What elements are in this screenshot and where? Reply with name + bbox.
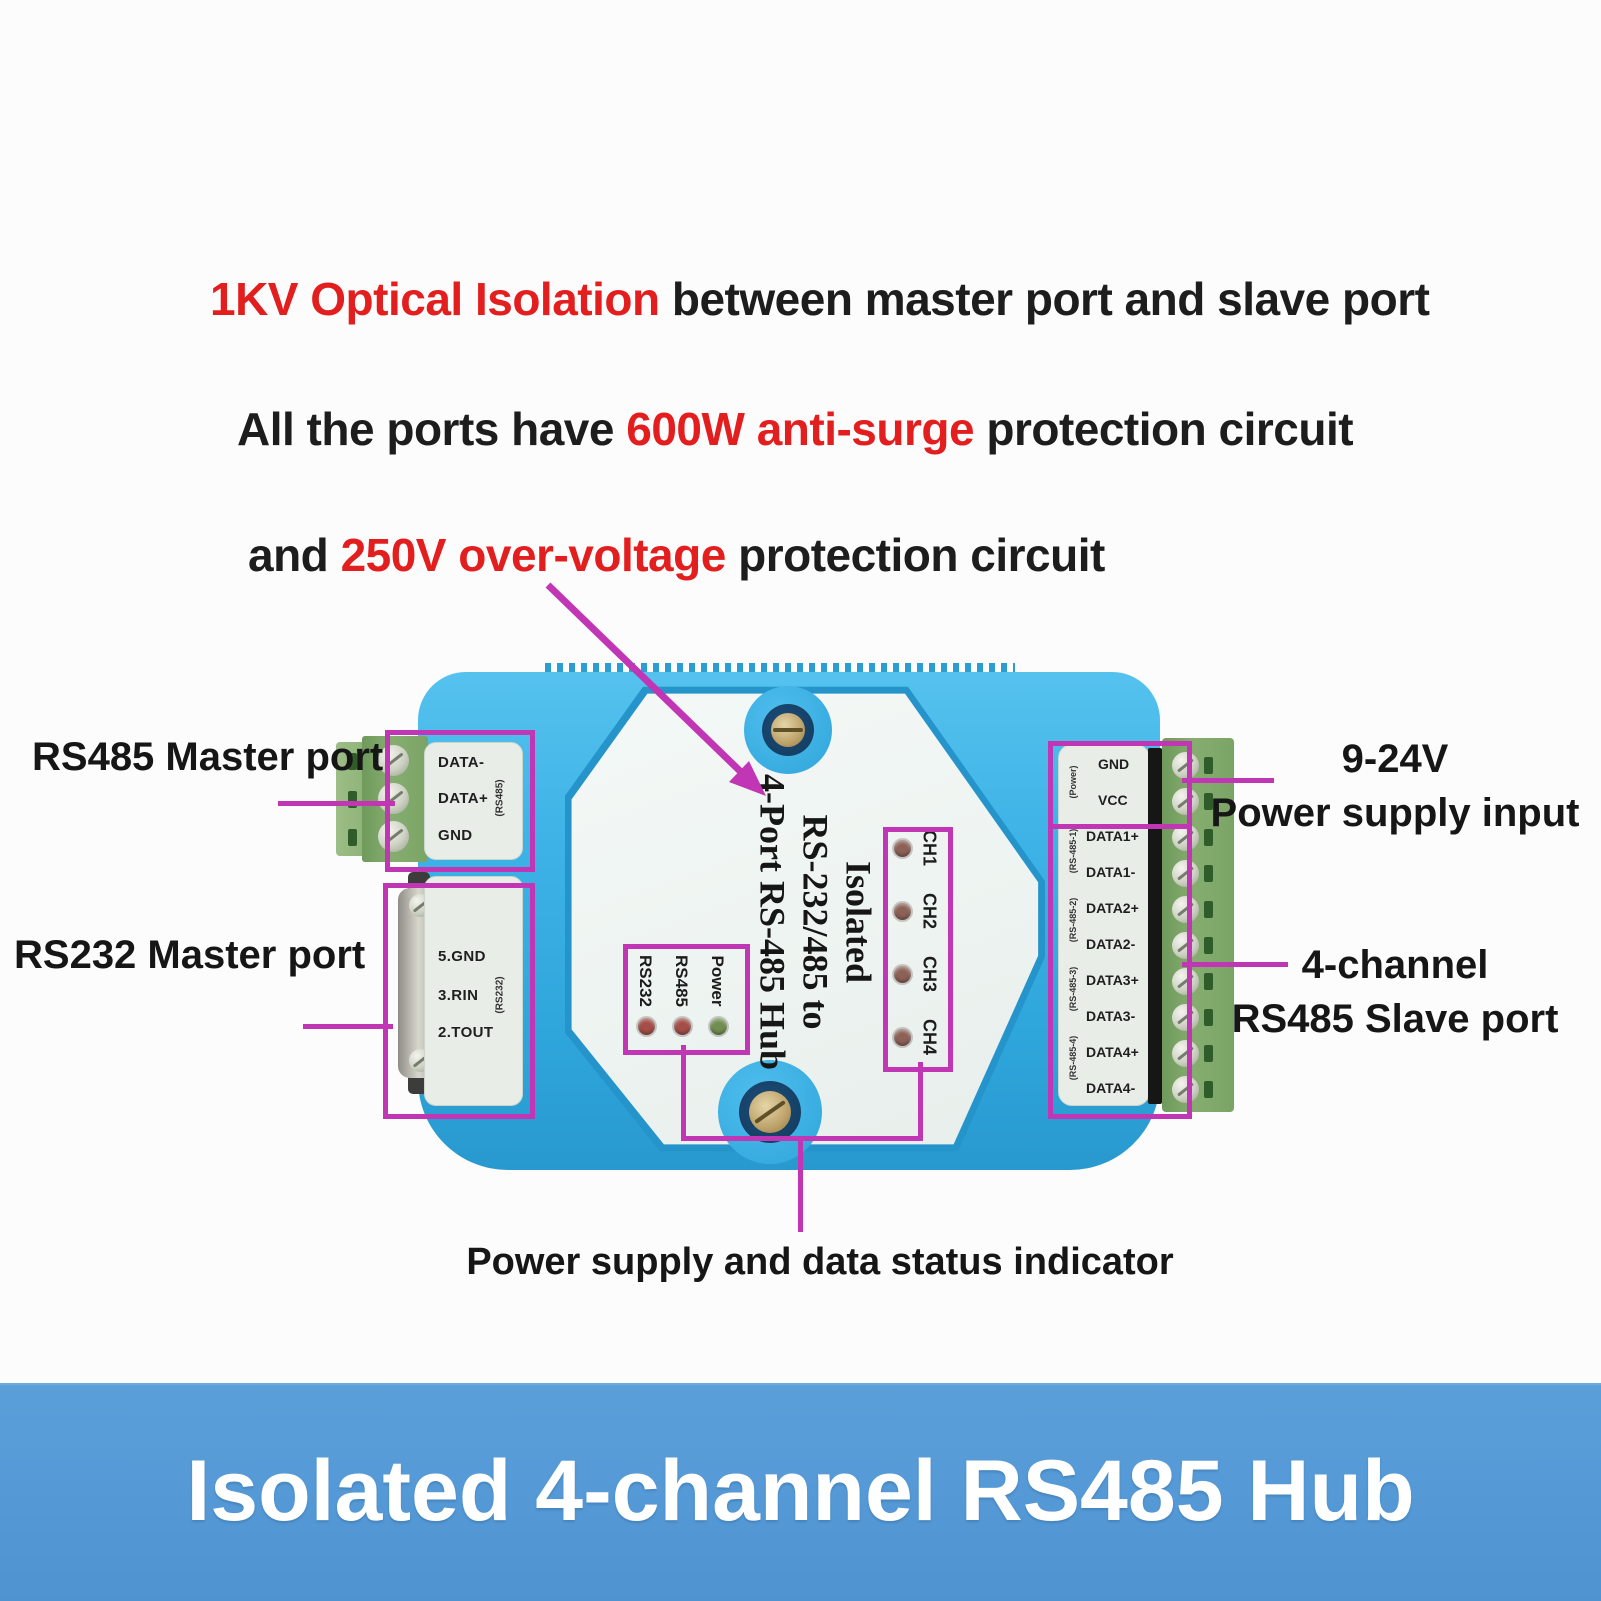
ch4-led bbox=[894, 1029, 911, 1046]
pin-label: DATA2+ bbox=[1086, 900, 1139, 916]
pin-label: DATA3- bbox=[1086, 1008, 1136, 1024]
rs232-master-callout: RS232 Master port bbox=[14, 933, 366, 977]
claim-line-3: and 250V over-voltage protection circuit bbox=[248, 528, 1105, 582]
top-screw-slot bbox=[773, 728, 803, 732]
power-led bbox=[710, 1018, 727, 1035]
terminal-slot bbox=[1204, 865, 1213, 882]
slave-pin-strip bbox=[1058, 744, 1150, 1106]
terminal-screw bbox=[1172, 1004, 1199, 1031]
claim-3-highlight: 250V over-voltage bbox=[340, 529, 727, 581]
slave-port-line-2: RS485 Slave port bbox=[1231, 997, 1559, 1041]
pin-label: DATA4+ bbox=[1086, 1044, 1139, 1060]
claim-line-2: All the ports have 600W anti-surge prote… bbox=[237, 402, 1354, 456]
terminal-slot bbox=[1204, 793, 1213, 810]
claim-1-highlight: 1KV Optical Isolation bbox=[210, 273, 660, 325]
claim-2-pre: All the ports have bbox=[237, 403, 627, 455]
rs485-master-leader-line bbox=[278, 801, 395, 806]
claim-2-text: protection circuit bbox=[974, 403, 1354, 455]
rs485-master-highlight-box bbox=[385, 730, 535, 872]
ch1-led bbox=[894, 840, 911, 857]
center-label-line-1: Isolated bbox=[838, 860, 879, 983]
status-led-highlight-box bbox=[623, 944, 750, 1055]
terminal-slot bbox=[1204, 1081, 1213, 1098]
rs232-pin-strip bbox=[424, 876, 523, 1106]
terminal-slot bbox=[348, 791, 357, 808]
claim-3-pre: and bbox=[248, 529, 341, 581]
ch2-led bbox=[894, 903, 911, 920]
slave-terminal-divider bbox=[1148, 748, 1162, 1104]
pin-label: VCC bbox=[1098, 792, 1128, 808]
terminal-slot bbox=[1204, 973, 1213, 990]
terminal-screw bbox=[1172, 788, 1199, 815]
rs485-master-callout: RS485 Master port bbox=[32, 735, 384, 779]
terminal-screw bbox=[1172, 1040, 1199, 1067]
pin-label: DATA2- bbox=[1086, 936, 1136, 952]
power-input-line-2: Power supply input bbox=[1210, 791, 1580, 835]
rs232-master-leader-line bbox=[303, 1024, 393, 1029]
claim-1-text: between master port and slave port bbox=[659, 273, 1430, 325]
terminal-screw bbox=[1172, 752, 1199, 779]
pin-label: GND bbox=[1098, 756, 1130, 772]
claim-2-highlight: 600W anti-surge bbox=[626, 403, 975, 455]
indicator-leader-drop bbox=[798, 1136, 803, 1232]
terminal-screw bbox=[1172, 932, 1199, 959]
ch3-led bbox=[894, 966, 911, 983]
power-input-leader-line bbox=[1182, 778, 1274, 783]
claim-3-text: protection circuit bbox=[725, 529, 1105, 581]
power-input-callout: 9-24V Power supply input bbox=[1200, 732, 1590, 840]
power-input-line-1: 9-24V bbox=[1341, 737, 1449, 781]
channel-led-leader-line bbox=[918, 1062, 923, 1140]
pin-label: GND bbox=[438, 827, 473, 844]
terminal-slot bbox=[1204, 937, 1213, 954]
terminal-slot bbox=[348, 829, 357, 846]
terminal-screw bbox=[378, 745, 409, 776]
pin-label: DATA+ bbox=[438, 790, 489, 807]
center-label-line-3: 4-Port RS-485 Hub bbox=[752, 774, 793, 1070]
terminal-slot bbox=[1204, 829, 1213, 846]
pin-label: DATA3+ bbox=[1086, 972, 1139, 988]
status-led-leader-line bbox=[681, 1045, 686, 1140]
terminal-slot bbox=[1204, 901, 1213, 918]
banner: Isolated 4-channel RS485 Hub bbox=[0, 1383, 1601, 1601]
pin-label: DATA4- bbox=[1086, 1080, 1136, 1096]
slave-port-leader-line bbox=[1182, 962, 1288, 967]
banner-title: Isolated 4-channel RS485 Hub bbox=[186, 1443, 1415, 1539]
rs485-led bbox=[674, 1018, 691, 1035]
terminal-slot bbox=[1204, 1009, 1213, 1026]
slave-port-callout: 4-channel RS485 Slave port bbox=[1200, 938, 1590, 1046]
terminal-slot bbox=[1204, 1045, 1213, 1062]
terminal-screw bbox=[1172, 1076, 1199, 1103]
pin-label: DATA1- bbox=[1086, 864, 1136, 880]
rs232-master-highlight-box bbox=[383, 883, 535, 1119]
center-label-line-2: RS-232/485 to bbox=[795, 814, 836, 1030]
status-indicator-callout: Power supply and data status indicator bbox=[466, 1241, 1174, 1283]
terminal-slot bbox=[1204, 757, 1213, 774]
claim-line-1: 1KV Optical Isolation between master por… bbox=[210, 272, 1430, 326]
rs485-pin-strip bbox=[424, 742, 523, 860]
pin-label: DATA1+ bbox=[1086, 828, 1139, 844]
pin-label: DATA- bbox=[438, 754, 485, 771]
power-input-highlight-box bbox=[1048, 741, 1192, 829]
terminal-screw bbox=[1172, 860, 1199, 887]
slave-port-line-1: 4-channel bbox=[1301, 943, 1489, 987]
channel-led-highlight-box bbox=[883, 827, 953, 1072]
rs232-led bbox=[638, 1018, 655, 1035]
slave-pin-labels: GND VCC DATA1+ DATA1- DATA2+ DATA2- DATA… bbox=[1060, 748, 1148, 1104]
pin-label: 2.TOUT bbox=[438, 1024, 494, 1041]
pin-label: 5.GND bbox=[438, 948, 486, 965]
pin-label: 3.RIN bbox=[438, 987, 479, 1004]
terminal-screw bbox=[1172, 896, 1199, 923]
terminal-screw bbox=[378, 783, 409, 814]
center-product-label: Isolated RS-232/485 to 4-Port RS-485 Hub bbox=[751, 774, 880, 1070]
terminal-screw bbox=[1172, 968, 1199, 995]
terminal-slot bbox=[348, 753, 357, 770]
terminal-screw bbox=[378, 821, 409, 852]
